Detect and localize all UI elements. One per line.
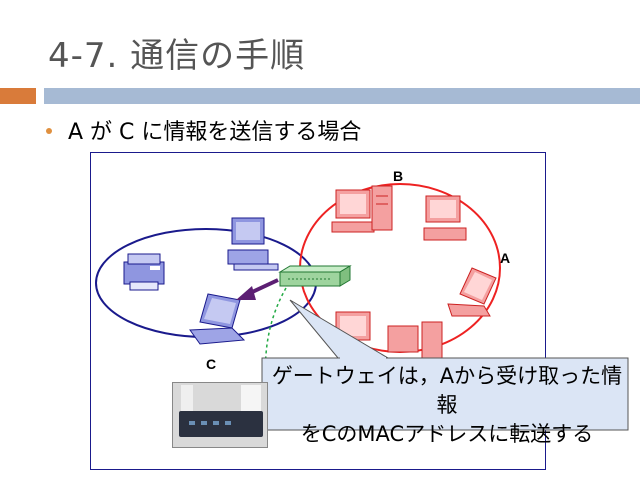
red-desktop-icon-bottom-left [335,311,371,341]
title-accent-bar-blue [44,88,640,104]
red-desktop-icon-b-right [423,195,467,241]
label-a: A [500,250,511,266]
laptop-c-icon [189,293,246,345]
gateway-photo-link [264,287,287,385]
callout-pointer [289,299,390,359]
printer-icon [123,253,165,291]
gateway-device-photo [172,382,268,448]
callout-line-1: ゲートウェイは，Aから受け取った情報 [271,364,623,417]
slide-title: 4-7. 通信の手順 [48,36,306,76]
laptop-a-icon [447,267,497,317]
red-desktop-icon-b-left [331,189,375,233]
blue-desktop-icon [227,217,279,271]
callout-text: ゲートウェイは，Aから受け取った情報 をCのMACアドレスに転送する [262,362,632,449]
diagram-frame [90,152,546,470]
title-accent-bar-orange [0,88,36,104]
red-desktop-icon-bottom-right [387,321,443,363]
red-tower-icon-b [371,185,393,231]
forward-arrow [236,278,279,300]
gateway-switch-icon [278,265,352,287]
label-b: B [393,168,404,184]
callout-line-2: をCのMACアドレスに転送する [300,422,594,446]
bullet-text: A が C に情報を送信する場合 [68,120,362,145]
bullet-dot [46,128,52,134]
label-c: C [206,356,217,372]
